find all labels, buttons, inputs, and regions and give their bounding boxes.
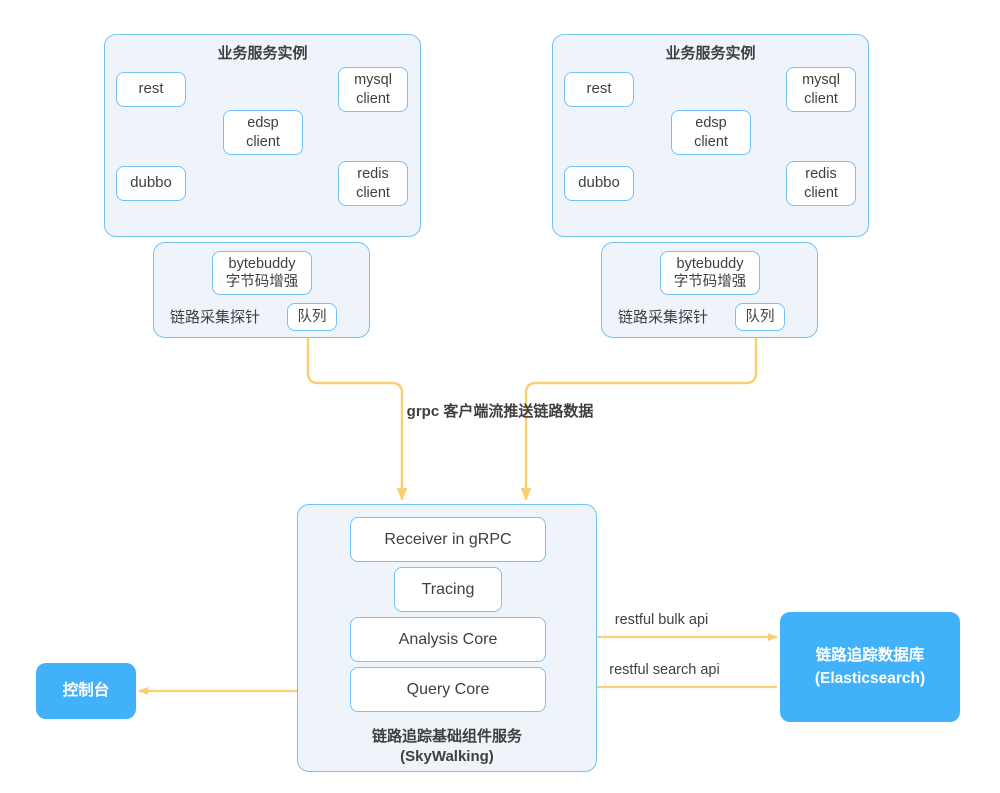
node-dubbo-1[interactable]: dubbo [116,166,186,201]
node-mysql-client-2-label-2: client [804,90,838,107]
queue-box-1-label: 队列 [297,308,327,325]
node-redis-client-2[interactable]: redis client [786,161,856,206]
console-label: 控制台 [62,682,110,700]
node-edsp-client-1[interactable]: edsp client [223,110,303,155]
node-redis-client-1[interactable]: redis client [338,161,408,206]
component-receiver-in-grpc-label: Receiver in gRPC [384,530,512,548]
node-rest-1[interactable]: rest [116,72,186,107]
node-redis-client-2-label-2: client [804,184,838,201]
node-redis-client-2-label-1: redis [805,166,837,183]
node-redis-client-1-label-1: redis [357,166,389,183]
skywalking-caption-line-2: (SkyWalking) [400,748,494,766]
node-rest-2-label: rest [586,80,612,98]
skywalking-caption-line-1: 链路追踪基础组件服务 [371,728,522,745]
node-mysql-client-1[interactable]: mysql client [338,67,408,112]
bytebuddy-box-1[interactable]: bytebuddy 字节码增强 [212,251,312,295]
node-redis-client-1-label-2: client [356,184,390,201]
queue-box-2[interactable]: 队列 [735,303,785,331]
component-analysis-core-label: Analysis Core [398,630,498,648]
trace-storage-label-2: (Elasticsearch) [814,670,926,687]
node-dubbo-2-label: dubbo [578,174,620,192]
trace-probe-1: bytebuddy 字节码增强 链路采集探针 队列 [153,242,370,338]
edge-label-restful-search: restful search api [609,662,720,678]
trace-probe-1-title: 链路采集探针 [170,309,261,326]
service-instance-2: 业务服务实例 rest mysql client edsp client dub… [552,34,869,237]
queue-box-2-label: 队列 [745,308,775,325]
bytebuddy-box-2-label-2: 字节码增强 [673,274,747,290]
service-instance-2-title: 业务服务实例 [665,45,756,62]
service-instance-1: 业务服务实例 rest mysql client edsp client dub… [104,34,421,237]
component-query-core-label: Query Core [406,680,490,698]
service-instance-1-title: 业务服务实例 [217,45,308,62]
console-box[interactable]: 控制台 [36,663,136,719]
bytebuddy-box-2-label-1: bytebuddy [676,255,744,272]
trace-probe-2: bytebuddy 字节码增强 链路采集探针 队列 [601,242,818,338]
component-tracing[interactable]: Tracing [394,567,502,612]
component-receiver-in-grpc[interactable]: Receiver in gRPC [350,517,546,562]
component-tracing-label: Tracing [421,580,475,598]
node-mysql-client-1-label-2: client [356,90,390,107]
skywalking-service: Receiver in gRPC Tracing Analysis Core Q… [297,504,597,772]
node-rest-2[interactable]: rest [564,72,634,107]
node-edsp-client-1-label-2: client [246,133,280,150]
trace-probe-2-title: 链路采集探针 [618,309,709,326]
node-edsp-client-2-label-2: client [694,133,728,150]
bytebuddy-box-2[interactable]: bytebuddy 字节码增强 [660,251,760,295]
grpc-connector-right [520,337,758,501]
trace-storage-label-1: 链路追踪数据库 [815,646,925,664]
queue-box-1[interactable]: 队列 [287,303,337,331]
node-mysql-client-1-label-1: mysql [354,72,392,89]
node-mysql-client-2-label-1: mysql [802,72,840,89]
component-query-core[interactable]: Query Core [350,667,546,712]
edge-label-grpc-push: grpc 客户端流推送链路数据 [406,403,594,420]
component-analysis-core[interactable]: Analysis Core [350,617,546,662]
node-edsp-client-2-label-1: edsp [695,115,727,132]
skywalking-caption: 链路追踪基础组件服务 (SkyWalking) [298,727,596,768]
grpc-connector-left [306,337,408,501]
bytebuddy-box-1-label-2: 字节码增强 [225,274,299,290]
bytebuddy-box-1-label-1: bytebuddy [228,255,296,272]
edge-label-restful-bulk: restful bulk api [614,612,709,628]
node-edsp-client-2[interactable]: edsp client [671,110,751,155]
node-rest-1-label: rest [138,80,164,98]
node-dubbo-2[interactable]: dubbo [564,166,634,201]
trace-storage-elasticsearch[interactable]: 链路追踪数据库 (Elasticsearch) [780,612,960,722]
node-mysql-client-2[interactable]: mysql client [786,67,856,112]
node-dubbo-1-label: dubbo [130,174,172,192]
node-edsp-client-1-label-1: edsp [247,115,279,132]
